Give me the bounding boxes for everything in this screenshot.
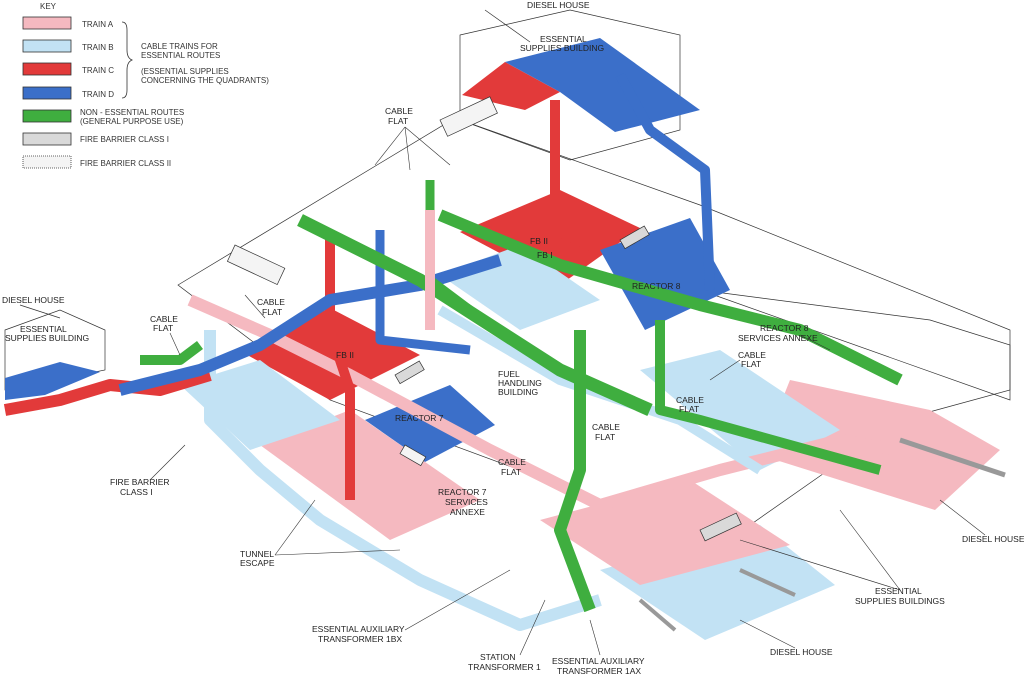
reactor8-red [460, 190, 640, 285]
duct-non-essential-4 [140, 341, 203, 365]
pipe-bottom-2 [638, 598, 677, 632]
key-swatch-train-c [22, 62, 72, 76]
leader-lines [149, 126, 986, 656]
label-cable-flat: CABLE [738, 350, 766, 360]
pipe-bottom [739, 568, 796, 597]
label-station-transformer: TRANSFORMER 1 [468, 662, 541, 672]
label-cable-flat: CABLE [385, 106, 413, 116]
key-swatch-train-b [22, 39, 72, 53]
key-title: KEY [40, 2, 57, 11]
label-diesel-house-left: DIESEL HOUSE [2, 295, 65, 305]
duct-train-a [187, 294, 961, 511]
key-label-non-essential: NON - ESSENTIAL ROUTES [80, 108, 184, 117]
label-reactor-8: REACTOR 8 [632, 281, 681, 291]
label-esb-top: ESSENTIAL [540, 34, 587, 44]
label-cable-flat: FLAT [595, 432, 615, 442]
label-transformer-1ax: TRANSFORMER 1AX [557, 666, 641, 676]
label-fb1: FB I [537, 250, 553, 260]
label-esb-top: SUPPLIES BUILDING [520, 43, 604, 53]
key-swatch-train-d [22, 86, 72, 100]
label-fuel-handling: BUILDING [498, 387, 538, 397]
duct-non-essential-5 [655, 320, 882, 475]
left-lightblue [180, 360, 340, 450]
label-diesel-house-top: DIESEL HOUSE [527, 0, 590, 10]
label-cable-flat: FLAT [741, 359, 761, 369]
label-reactor-7: REACTOR 7 [395, 413, 444, 423]
key-swatch-train-a [22, 16, 72, 30]
esb-left-blue [5, 362, 100, 400]
label-diesel-house-right: DIESEL HOUSE [962, 534, 1024, 544]
label-cable-flat: FLAT [153, 323, 173, 333]
key-label-fire-barrier-2: FIRE BARRIER CLASS II [80, 159, 171, 168]
label-r7-services: REACTOR 7 [438, 487, 487, 497]
label-fb2: FB II [336, 350, 354, 360]
label-r8-services: SERVICES ANNEXE [738, 333, 818, 343]
label-cable-flat: CABLE [498, 457, 526, 467]
label-cable-flat: CABLE [676, 395, 704, 405]
key-swatch-non-essential [22, 109, 72, 123]
label-fire-barrier: CLASS I [120, 487, 153, 497]
label-r8-services: REACTOR 8 [760, 323, 809, 333]
label-diesel-house-bottom: DIESEL HOUSE [770, 647, 833, 657]
key-swatch-fire-barrier-1 [22, 132, 72, 146]
duct-train-d-2 [615, 72, 715, 291]
duct-train-b [204, 330, 602, 631]
label-station-transformer: STATION [480, 652, 516, 662]
duct-non-essential-2 [437, 209, 903, 386]
key: KEY TRAIN A TRAIN B TRAIN C TRAIN D NON … [22, 2, 269, 169]
label-fire-barrier: FIRE BARRIER [110, 477, 170, 487]
key-swatch-fire-barrier-2 [22, 155, 72, 169]
label-cable-flat: CABLE [150, 314, 178, 324]
label-transformer-1bx: TRANSFORMER 1BX [318, 634, 402, 644]
key-label-train-d: TRAIN D [82, 90, 114, 99]
duct-non-essential [297, 214, 653, 416]
key-label-fire-barrier-1: FIRE BARRIER CLASS I [80, 135, 169, 144]
label-r7-services: SERVICES [445, 497, 488, 507]
label-cable-flat: FLAT [679, 404, 699, 414]
label-cable-flat: CABLE [257, 297, 285, 307]
key-label-train-c: TRAIN C [82, 66, 114, 75]
duct-train-c-2 [325, 235, 355, 500]
key-brace-text: ESSENTIAL ROUTES [141, 51, 220, 60]
label-fb2: FB II [530, 236, 548, 246]
label-tunnel-escape: ESCAPE [240, 558, 275, 568]
duct-non-essential-3 [554, 330, 596, 613]
key-label-train-b: TRAIN B [82, 43, 114, 52]
label-fuel-handling: FUEL [498, 369, 520, 379]
fire-barriers [226, 96, 742, 542]
key-brace-text: CONCERNING THE QUADRANTS) [141, 76, 269, 85]
esb-top-blue [505, 38, 700, 132]
key-label-non-essential-2: (GENERAL PURPOSE USE) [80, 117, 184, 126]
key-brace [121, 21, 134, 99]
pipe-right [899, 437, 1006, 478]
duct-train-c [3, 369, 212, 416]
label-cable-flat: CABLE [592, 422, 620, 432]
label-esb-left: SUPPLIES BUILDING [5, 333, 89, 343]
label-transformer-1bx: ESSENTIAL AUXILIARY [312, 624, 405, 634]
label-cable-flat: FLAT [388, 116, 408, 126]
label-esb-left: ESSENTIAL [20, 324, 67, 334]
label-fuel-handling: HANDLING [498, 378, 542, 388]
label-r7-services: ANNEXE [450, 507, 485, 517]
key-label-train-a: TRAIN A [82, 20, 114, 29]
services-r7-pink [260, 410, 480, 540]
label-tunnel-escape: TUNNEL [240, 549, 274, 559]
label-esb-right: SUPPLIES BUILDINGS [855, 596, 945, 606]
label-esb-right: ESSENTIAL [875, 586, 922, 596]
label-cable-flat: FLAT [501, 467, 521, 477]
duct-train-c-3 [550, 100, 603, 255]
key-brace-text: (ESSENTIAL SUPPLIES [141, 67, 229, 76]
label-transformer-1ax: ESSENTIAL AUXILIARY [552, 656, 645, 666]
cable-ducts [3, 72, 1006, 632]
label-cable-flat: FLAT [262, 307, 282, 317]
key-brace-text: CABLE TRAINS FOR [141, 42, 218, 51]
